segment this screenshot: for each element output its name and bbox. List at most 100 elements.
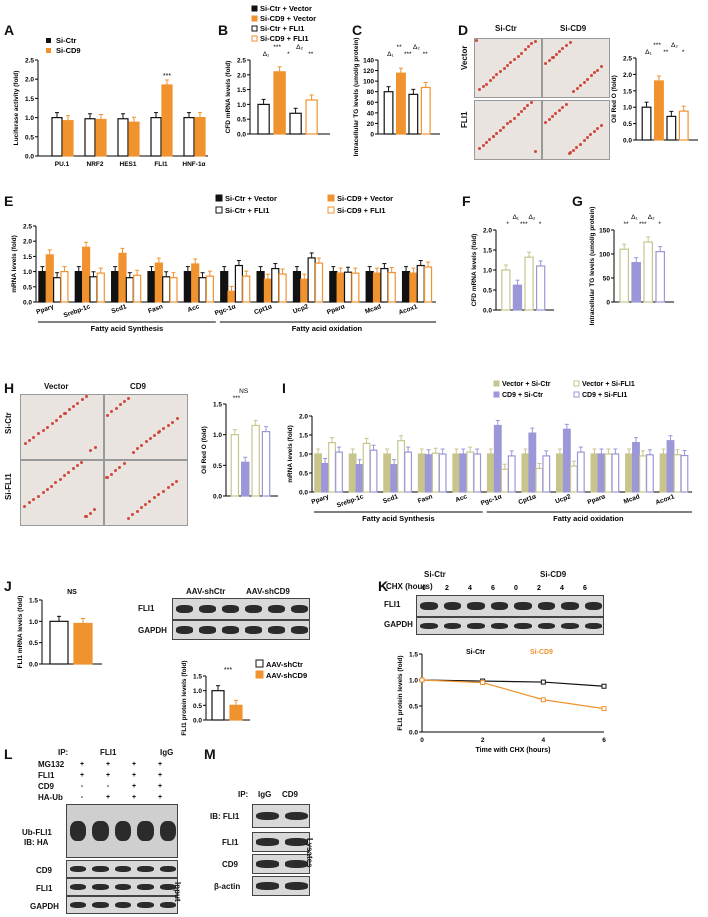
blot-band (137, 820, 154, 842)
micro-h-img3 (20, 460, 104, 526)
stain-dot (136, 447, 140, 451)
micro-h-col2: CD9 (130, 382, 147, 391)
chart-d-bar (641, 106, 652, 141)
blot-l-condition-mark: + (132, 772, 136, 779)
chart-e-xtick-label: Ucp2 (292, 303, 310, 315)
chart-e-legend-swatch (215, 194, 223, 202)
stain-dot (554, 112, 558, 116)
chart-e-xtick-label: Acox1 (398, 303, 419, 316)
chart-e-xtick-label: Pgc-1α (214, 303, 237, 317)
blot-band (256, 860, 279, 868)
panel-letter-f: F (462, 193, 471, 209)
stain-dot (23, 505, 27, 509)
stain-dot (174, 479, 178, 483)
chart-b-bar (289, 112, 302, 135)
chart-e-bar (343, 271, 353, 303)
stain-dot (71, 405, 75, 409)
chart-e-group-label: Fatty acid Synthesis (91, 324, 164, 333)
chart-e-bar (45, 254, 54, 303)
chart-i-bar (666, 440, 675, 493)
chart-i-xtick-label: Acc (455, 493, 469, 504)
chart-j-mrna-bar (73, 622, 93, 665)
blot-l-cond0: MG132 (38, 760, 65, 769)
chart-a-legend-label: Si-Ctr (56, 36, 76, 45)
chart-a-bar (84, 118, 96, 157)
chart-a-xtick-label: NRF2 (87, 161, 104, 168)
stain-dot (523, 107, 527, 111)
chart-e-bar (227, 290, 236, 303)
chart-j-protein-ylabel: FLI1 protein levels (fold) (181, 660, 188, 735)
stain-dot (550, 56, 554, 60)
blot-band (222, 605, 239, 613)
chart-i-bar (590, 453, 599, 493)
blot-l-row-cd9: CD9 (36, 866, 53, 875)
stain-dot (565, 43, 569, 47)
chart-i-bar (680, 454, 689, 493)
blot-l-cond2: CD9 (38, 782, 55, 791)
chart-b-ytick-label: 0.5 (237, 117, 246, 124)
stain-dot (572, 148, 576, 152)
chart-f-annotation: *** (520, 221, 528, 228)
blot-k-row2: GAPDH (384, 620, 413, 629)
chart-b-ytick-label: 2.0 (237, 72, 246, 79)
chart-e-ytick-label: 0.5 (23, 284, 32, 291)
chart-d-ytick-label: 1.0 (623, 105, 632, 112)
chart-b-ytick-label: 1.0 (237, 102, 246, 109)
chart-e-bar (234, 264, 244, 303)
stain-dot (491, 135, 495, 139)
blot-k-row1: FLI1 (384, 600, 401, 609)
chart-e-bar (154, 262, 163, 303)
chart-b-legend-swatch (251, 35, 258, 42)
micro-d-img1 (474, 38, 542, 98)
blot-band (70, 820, 87, 842)
chart-h-ylabel: Oil Red O (fold) (201, 426, 208, 474)
chart-a-bar (128, 121, 140, 157)
micro-d-col2: Si-CD9 (560, 24, 587, 33)
chart-e-xtick-label: Mcad (364, 303, 382, 315)
chart-i-bar (459, 453, 468, 493)
blot-band (514, 602, 532, 610)
chart-i-bar (321, 462, 329, 493)
blot-band (561, 602, 579, 610)
chart-e-group-label: Fatty acid oxidation (292, 324, 363, 333)
chart-h-ytick-label: 0.5 (213, 463, 222, 470)
chart-i-bar (555, 453, 564, 493)
stain-dot (157, 493, 161, 496)
chart-e-legend-swatch (215, 206, 223, 214)
stain-dot (526, 104, 530, 108)
chart-j-protein-ytick-label: 1.5 (193, 674, 202, 681)
chart-e-bar (380, 267, 389, 303)
blot-band (443, 602, 461, 610)
stain-dot (513, 57, 517, 61)
chart-b-legend-swatch (251, 15, 258, 22)
stain-dot (123, 400, 127, 404)
chart-j-legend-swatch (255, 659, 264, 668)
chart-i-bar (528, 432, 537, 493)
chart-f-bar (535, 265, 546, 311)
blot-k-time-label: 2 (445, 585, 449, 592)
chart-b-ytick-label: 1.5 (237, 87, 246, 94)
blot-m-row3: β-actin (214, 882, 241, 891)
blot-l-condition-mark: - (107, 783, 110, 790)
blot-l-condition-mark: + (106, 794, 110, 801)
panel-letter-b: B (218, 22, 229, 38)
micro-d-img2 (542, 38, 610, 98)
chart-i-legend-swatch (573, 391, 580, 398)
stain-dot (157, 430, 161, 434)
stain-dot (589, 74, 593, 78)
stain-dot (568, 40, 572, 44)
micro-d-row2: FLI1 (460, 111, 469, 128)
panel-letter-i: I (282, 380, 286, 396)
panel-letter-l: L (4, 746, 13, 762)
blot-l-condition-mark: + (158, 772, 162, 779)
stain-dot (530, 101, 534, 104)
stain-dot (93, 445, 97, 449)
chart-g-ytick-label: 100 (599, 252, 610, 259)
chart-h-ytick-label: 1.5 (213, 402, 222, 409)
chart-e-bar (416, 264, 425, 303)
chart-h-bar (261, 431, 271, 497)
chart-j-mrna-annotation: NS (67, 589, 77, 596)
chart-i-xtick-label: Pgc-1α (480, 493, 503, 507)
chart-a-ytick-label: 0.0 (25, 154, 34, 161)
chart-e-bar (52, 277, 62, 303)
